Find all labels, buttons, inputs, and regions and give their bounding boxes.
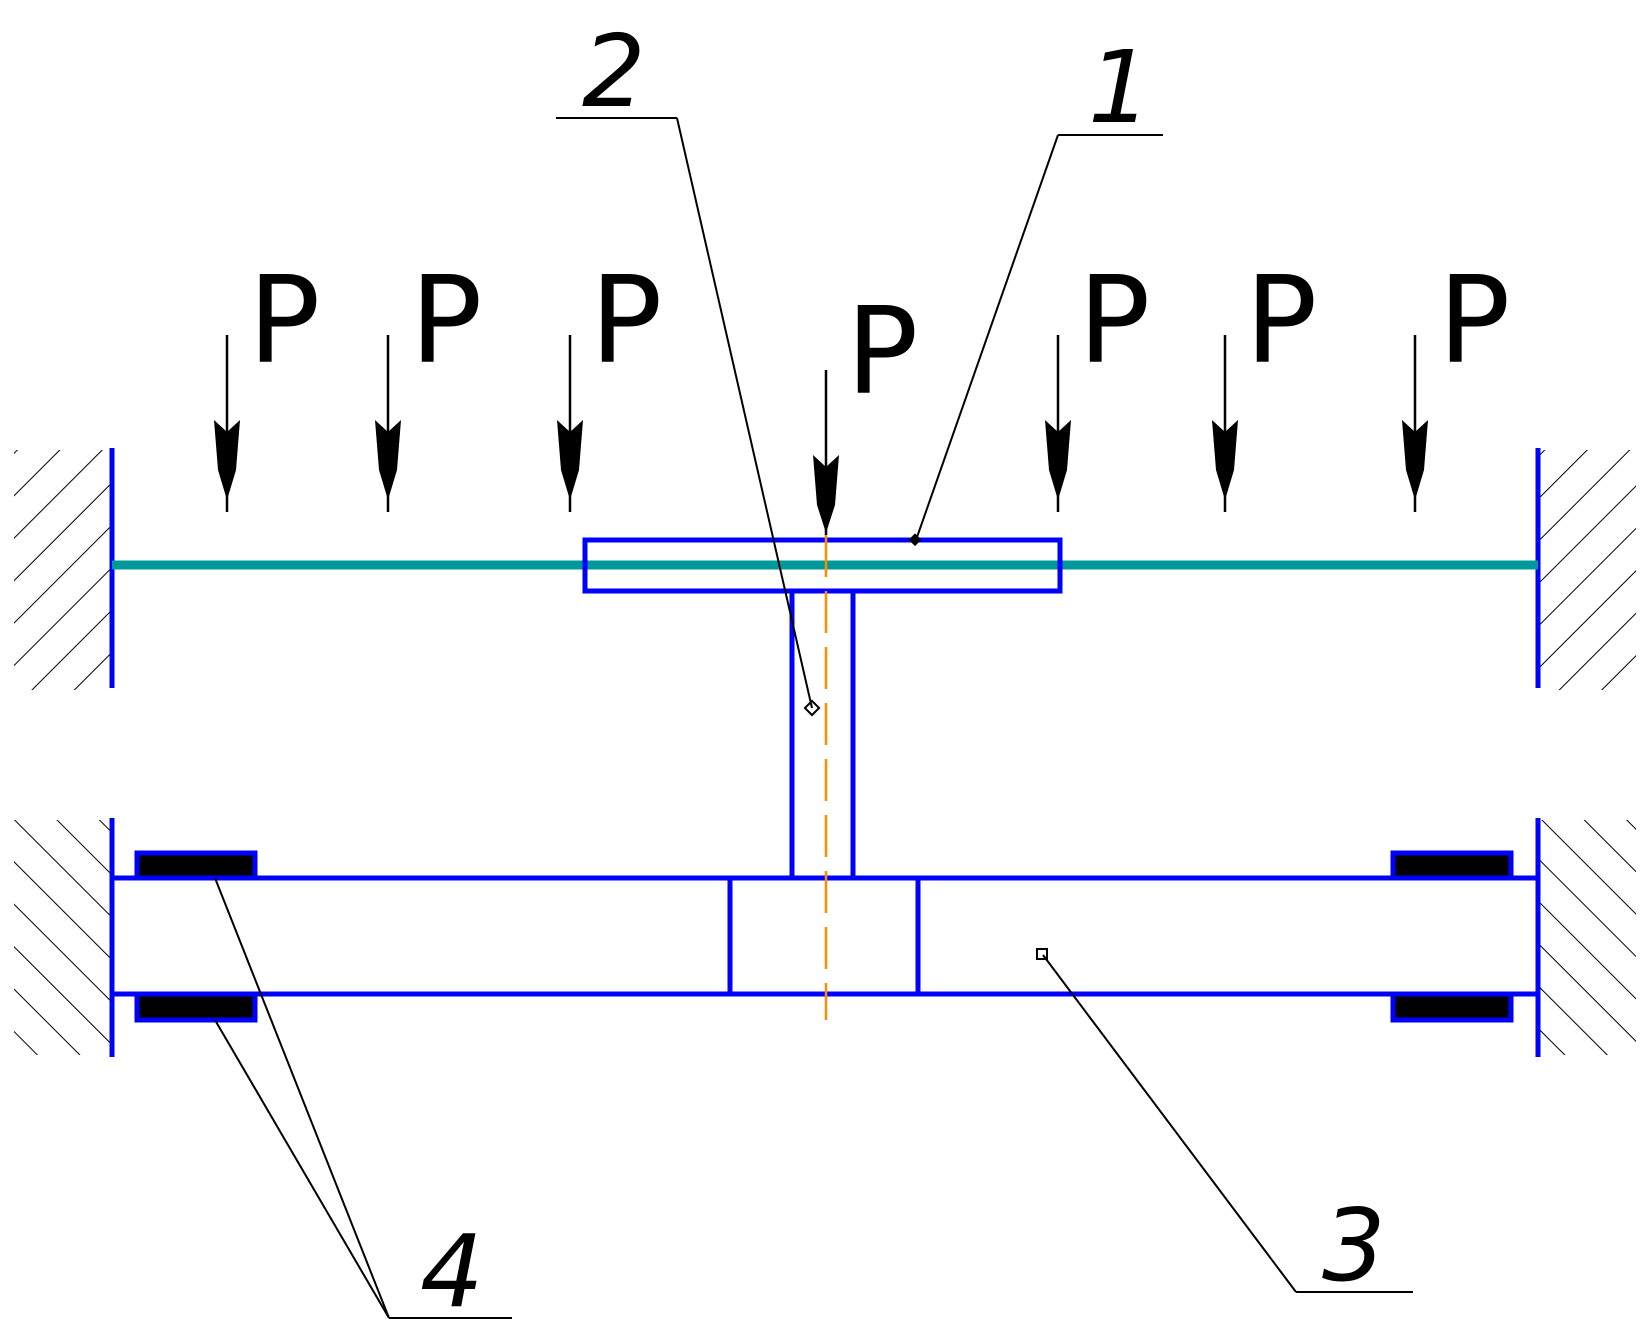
label-part-4: 4 (420, 1213, 484, 1330)
load-label-2: P (410, 252, 482, 391)
pad-bottom-right (1390, 991, 1514, 1023)
load-arrow-2 (375, 335, 401, 512)
pad-top-left (134, 850, 258, 881)
load-arrow-4 (813, 370, 839, 535)
top-plate (582, 537, 1063, 594)
load-arrow-7 (1402, 335, 1428, 512)
leader-part-1 (908, 134, 1163, 547)
label-part-1: 1 (1088, 29, 1152, 146)
pad-bottom-left (134, 991, 258, 1023)
wall-hatch-top-right (1538, 450, 1636, 690)
beam-center-block (727, 875, 921, 997)
load-label-4: P (846, 283, 918, 422)
load-arrow-6 (1212, 335, 1238, 512)
load-arrow-3 (557, 335, 583, 512)
leader-part-3 (1036, 948, 1413, 1293)
load-label-5: P (1078, 252, 1150, 391)
load-label-3: P (590, 252, 662, 391)
pad-top-right (1390, 850, 1514, 881)
label-part-2: 2 (582, 13, 646, 130)
wall-hatch-bottom-right (1538, 820, 1636, 1055)
load-arrow-5 (1045, 335, 1071, 512)
wall-hatch-bottom-left (14, 820, 112, 1055)
leader-part-4 (214, 877, 512, 1319)
load-arrow-1 (214, 335, 240, 512)
load-label-1: P (248, 252, 320, 391)
load-label-6: P (1245, 252, 1317, 391)
load-label-7: P (1438, 252, 1510, 391)
label-part-3: 3 (1322, 1187, 1386, 1304)
leader-part-2 (556, 117, 821, 717)
wall-hatch-top-left (14, 450, 112, 690)
